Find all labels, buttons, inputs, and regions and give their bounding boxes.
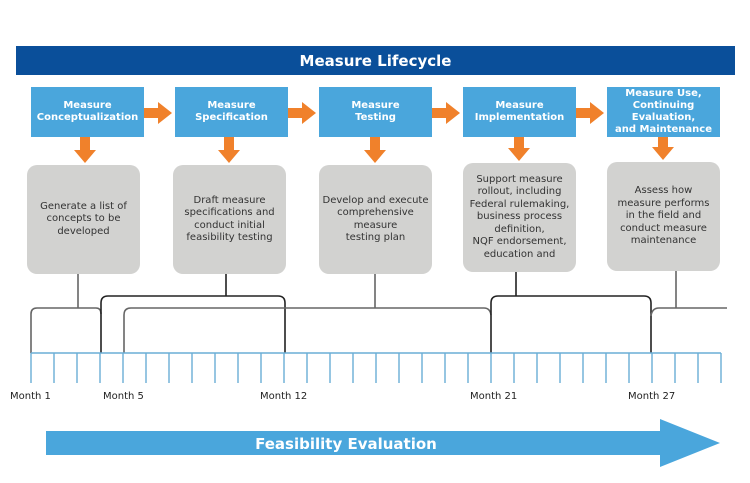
arrow-down-icon [218, 137, 240, 163]
month-label: Month 21 [470, 391, 518, 402]
arrow-down-icon [364, 137, 386, 163]
phase-box-implementation: Measure Implementation [463, 87, 576, 137]
arrow-down-icon [74, 137, 96, 163]
feasibility-arrow-label: Feasibility Evaluation [255, 435, 437, 453]
arrow-right-icon [576, 102, 604, 124]
phase-box-conceptualization: Measure Conceptualization [31, 87, 144, 137]
timeline-axis [30, 352, 722, 383]
bracket-conceptualization [30, 307, 102, 353]
bracket-specification [100, 295, 286, 353]
bracket-implementation [490, 295, 652, 353]
phase-box-specification: Measure Specification [175, 87, 288, 137]
phase-box-use-maintenance: Measure Use, Continuing Evaluation, and … [607, 87, 720, 137]
month-label: Month 12 [260, 391, 308, 402]
description-box-testing: Develop and execute comprehensive measur… [319, 165, 432, 274]
description-box-conceptualization: Generate a list of concepts to be develo… [27, 165, 140, 274]
description-box-specification: Draft measure specifications and conduct… [173, 165, 286, 274]
description-box-use-maintenance: Assess how measure performs in the field… [607, 162, 720, 271]
arrow-right-icon [144, 102, 172, 124]
month-label: Month 5 [103, 391, 144, 402]
phase-box-testing: Measure Testing [319, 87, 432, 137]
arrow-down-icon [508, 137, 530, 161]
arrow-down-icon [652, 137, 674, 160]
bracket-use-maintenance [650, 307, 727, 317]
arrow-right-icon [432, 102, 460, 124]
month-label: Month 27 [628, 391, 676, 402]
lifecycle-banner: Measure Lifecycle [16, 46, 735, 75]
arrow-right-icon [288, 102, 316, 124]
feasibility-arrow [46, 419, 720, 467]
description-box-implementation: Support measure rollout, including Feder… [463, 163, 576, 272]
month-label: Month 1 [10, 391, 51, 402]
bracket-testing [123, 307, 492, 353]
